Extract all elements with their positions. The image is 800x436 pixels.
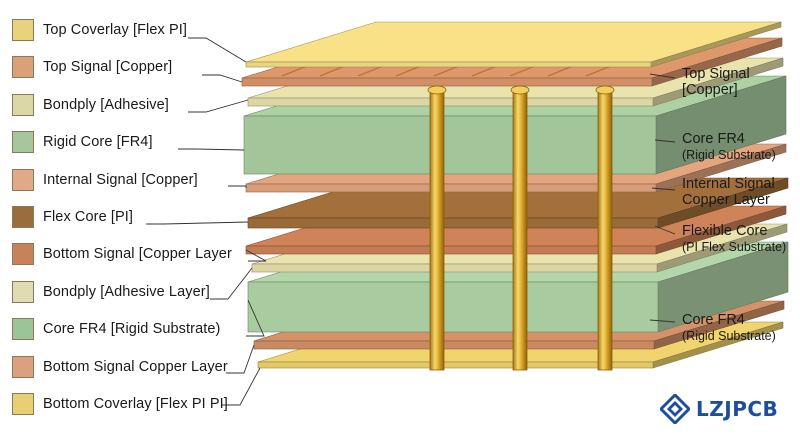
brand-logo: LZJPCB — [660, 394, 778, 424]
legend-item-top-coverlay: Top Coverlay [Flex PI] — [12, 18, 187, 42]
right-label-line1: Core FR4 — [682, 131, 745, 147]
legend-item-bottom-signal: Bottom Signal [Copper Layer — [12, 242, 232, 266]
right-label-core-fr4-lower: Core FR4 (Rigid Substrate) — [682, 312, 776, 344]
leader-line — [188, 37, 247, 63]
legend-item-flex-core: Flex Core [PI] — [12, 205, 133, 229]
right-label-line1: Internal Signal — [682, 176, 775, 192]
layer-front-face — [247, 217, 659, 229]
legend-label: Top Coverlay [Flex PI] — [43, 22, 188, 38]
layer-front-face — [245, 61, 652, 68]
legend-item-core-fr4: Core FR4 [Rigid Substrate) — [12, 317, 220, 341]
legend-swatch — [12, 206, 34, 228]
leader-line — [146, 221, 249, 225]
legend-item-top-signal: Top Signal [Copper] — [12, 55, 172, 79]
via-pad — [510, 85, 530, 95]
stack-layer — [245, 21, 782, 68]
right-label-line1: Top Signal — [682, 66, 750, 82]
legend-label: Bondply [Adhesive] — [43, 96, 169, 113]
legend-swatch — [12, 318, 34, 341]
legend-label: Internal Signal [Copper] — [43, 171, 198, 188]
right-label-line2: (Rigid Substrate) — [682, 148, 776, 162]
via-pad — [595, 85, 615, 95]
layer-front-face — [247, 281, 659, 333]
layer-front-face — [245, 183, 657, 193]
legend-swatch — [12, 19, 34, 41]
legend-label: Flex Core [PI] — [43, 209, 134, 225]
via-barrel — [597, 89, 613, 371]
plated-vias — [427, 85, 615, 371]
layer-front-face — [241, 77, 653, 87]
legend-item-bondply: Bondply [Adhesive] — [12, 93, 169, 117]
layer-front-face — [253, 340, 655, 350]
right-label-internal-signal: Internal Signal Copper Layer — [682, 176, 775, 208]
legend-item-rigid-core: Rigid Core [FR4] — [12, 130, 153, 154]
legend-label: Core FR4 [Rigid Substrate) — [43, 321, 221, 338]
leader-line — [178, 148, 245, 151]
legend-swatch — [12, 280, 34, 303]
layer-front-face — [257, 361, 654, 369]
legend-label: Bottom Coverlay [Flex PI PI] — [43, 396, 228, 412]
legend-item-bottom-signal-copper: Bottom Signal Copper Layer — [12, 355, 228, 379]
right-label-top-signal: Top Signal [Copper] — [682, 66, 750, 98]
layer-front-face — [247, 97, 654, 107]
legend-item-bottom-coverlay: Bottom Coverlay [Flex PI PI] — [12, 392, 228, 416]
legend-label: Rigid Core [FR4] — [43, 134, 153, 151]
layer-front-face — [245, 245, 657, 255]
leader-line — [188, 99, 249, 113]
layer-front-face — [251, 263, 658, 273]
right-label-core-fr4-upper: Core FR4 (Rigid Substrate) — [682, 131, 776, 163]
legend-swatch — [12, 56, 34, 79]
leader-line — [649, 319, 676, 323]
leader-line — [246, 299, 265, 337]
right-label-line1: Flexible Core — [682, 223, 768, 239]
right-label-line2: (Rigid Substrate) — [682, 329, 776, 343]
legend-swatch — [12, 131, 34, 154]
right-label-line2: [Copper] — [682, 82, 738, 98]
leader-line — [222, 367, 261, 406]
leader-lines — [146, 37, 676, 406]
via-pad — [427, 85, 447, 95]
legend-swatch — [12, 168, 34, 191]
via — [510, 85, 530, 371]
leader-line — [654, 225, 676, 235]
legend-swatch — [12, 355, 34, 378]
legend-label: Bottom Signal [Copper Layer — [43, 246, 232, 263]
via — [595, 85, 615, 371]
logo-text: LZJPCB — [696, 397, 779, 421]
via-barrel — [512, 89, 528, 371]
leader-line — [245, 249, 267, 262]
leader-line — [649, 73, 676, 79]
leader-line — [210, 267, 253, 300]
legend-swatch — [12, 243, 34, 266]
legend-item-bondply-2: Bondply [Adhesive Layer] — [12, 280, 210, 304]
leader-line — [228, 185, 247, 188]
right-label-line2: Copper Layer — [682, 192, 770, 208]
right-label-line2: (PI Flex Substrate) — [682, 240, 787, 254]
legend-item-internal-signal: Internal Signal [Copper] — [12, 168, 198, 192]
leader-line — [226, 344, 255, 374]
leader-line — [651, 187, 676, 191]
leader-line — [202, 74, 243, 83]
legend-label: Top Signal [Copper] — [43, 59, 173, 76]
right-label-line1: Core FR4 — [682, 312, 745, 328]
legend-swatch — [12, 393, 34, 415]
legend-label: Bottom Signal Copper Layer — [43, 358, 228, 375]
legend-label: Bondply [Adhesive Layer] — [43, 283, 210, 300]
legend-swatch — [12, 93, 34, 116]
right-label-flexible-core: Flexible Core (PI Flex Substrate) — [682, 223, 786, 255]
leader-line — [654, 139, 676, 143]
via-barrel — [429, 89, 445, 371]
diamond-logo-icon — [660, 394, 690, 424]
via — [427, 85, 447, 371]
layer-front-face — [243, 115, 657, 175]
